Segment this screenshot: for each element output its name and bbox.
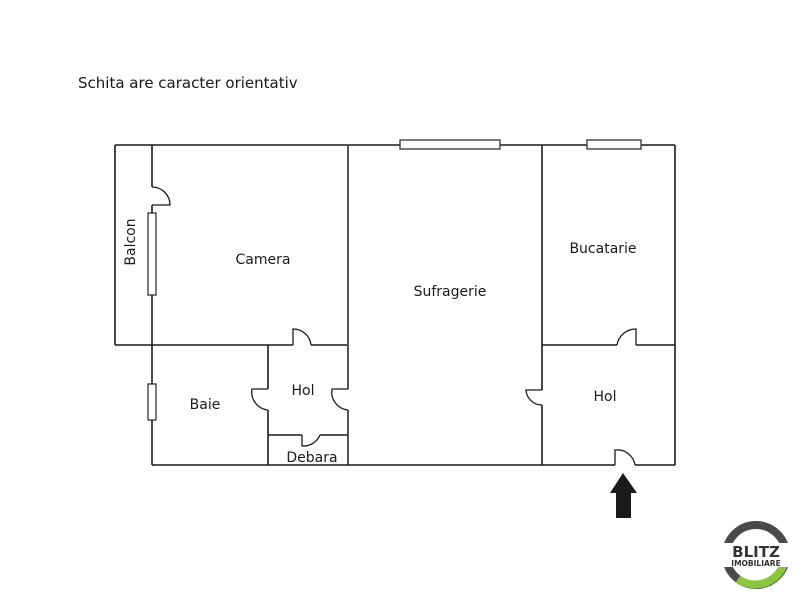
room-label-hol-left: Hol: [292, 383, 315, 399]
window-balcony: [147, 212, 157, 296]
door-entrance: [614, 449, 636, 466]
room-label-bucatarie: Bucatarie: [569, 241, 636, 257]
door-balcony: [151, 186, 171, 206]
door-camera: [292, 328, 312, 346]
plan-caption: Schita are caracter orientativ: [78, 74, 298, 92]
room-label-camera: Camera: [236, 252, 291, 268]
up-arrow-icon: [610, 473, 637, 518]
window-sufragerie: [399, 139, 501, 150]
window-baie: [147, 383, 157, 421]
room-label-baie: Baie: [190, 397, 221, 413]
door-hol-sufragerie: [331, 388, 349, 411]
logo-line1: BLITZ: [732, 543, 780, 561]
room-label-balcon: Balcon: [123, 218, 139, 265]
door-baie: [251, 388, 269, 411]
door-bucatarie: [616, 328, 637, 346]
logo-line2: IMOBILIARE: [731, 559, 780, 568]
window-bucatarie: [586, 139, 642, 150]
blitz-imobiliare-logo: BLITZ IMOBILIARE: [722, 521, 790, 589]
door-debara: [301, 434, 321, 447]
room-label-hol-right: Hol: [594, 389, 617, 405]
room-label-debara: Debara: [286, 450, 337, 466]
room-label-sufragerie: Sufragerie: [414, 284, 487, 300]
door-hol-sufragerie-right: [525, 389, 543, 406]
